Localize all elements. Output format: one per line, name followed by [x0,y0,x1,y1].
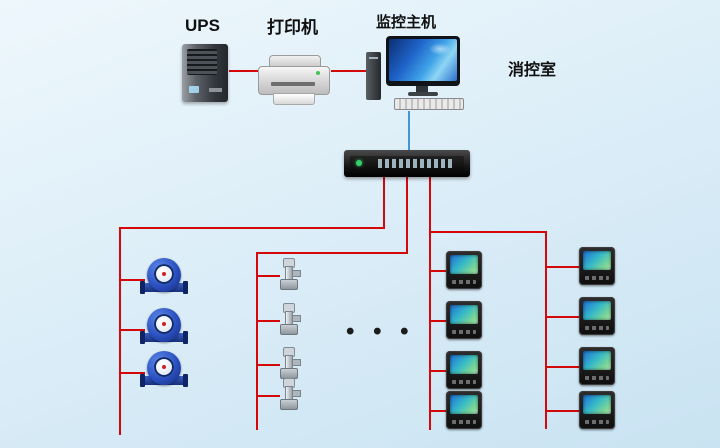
sensor-device [276,258,301,292]
cable-ups-printer [229,70,262,72]
monitor [386,36,460,86]
keyboard [394,98,464,110]
tap-water-meter-2 [121,329,145,331]
cable-host-switch [408,111,410,150]
bus-left-vertical [119,227,121,435]
panel-meter-buttons [585,326,609,330]
panel-meter-screen [583,301,611,320]
tap-sensor-2 [258,320,280,322]
control-room-label: 消控室 [508,62,557,79]
tap-panel-b4 [547,410,579,412]
panel-meter-device [446,391,482,429]
cable-printer-host [331,70,372,72]
tap-panel-b2 [547,316,579,318]
switch-power-led [356,160,362,166]
panel-meter-device [446,251,482,289]
panel-meter-screen [583,395,611,414]
panel-meter-screen [450,305,478,324]
tap-water-meter-1 [121,279,145,281]
water-meter-flange [183,281,188,294]
bus-right-horizontal [429,231,547,233]
bus-right-vertical [545,231,547,429]
ups-label: UPS [185,16,220,35]
printer-device [258,55,330,105]
bus-mid-vertical [256,252,258,430]
sensor-arm [292,270,301,277]
tap-sensor-3 [258,364,280,366]
panel-meter-buttons [452,420,476,424]
water-meter-device [140,349,188,395]
panel-meter-buttons [452,380,476,384]
monitor-base [408,92,438,96]
tap-panel-b3 [547,366,579,368]
tap-panel-a3 [431,370,446,372]
panel-meter-device [446,351,482,389]
printer-paper-tray [273,93,315,105]
water-meter-flange [140,374,145,387]
water-meter-flange [140,331,145,344]
ellipsis-more-devices: • • • [346,318,415,345]
tap-panel-a2 [431,320,446,322]
panel-meter-buttons [452,330,476,334]
pc-tower [366,52,381,100]
sensor-device [276,347,301,381]
panel-meter-buttons [452,280,476,284]
tap-sensor-1 [258,275,280,277]
water-meter-flange [140,281,145,294]
water-meter-flange [183,374,188,387]
water-meter-dial [154,264,174,284]
panel-meter-device [579,247,615,285]
sensor-base [280,279,298,290]
panel-meter-device [579,347,615,385]
ups-device [182,44,228,102]
sensor-device [276,303,301,337]
sensor-base [280,324,298,335]
printer-body [258,66,330,95]
water-meter-dial [154,357,174,377]
printer-status-led [316,71,320,75]
data-collector-switch-device [344,150,470,177]
tap-panel-b1 [547,266,579,268]
tap-sensor-4 [258,395,280,397]
tap-panel-a4 [431,410,446,412]
panel-meter-device [446,301,482,339]
cable-switch-stub-right [429,176,431,430]
monitor-host-label: 监控主机 [376,14,437,31]
panel-meter-device [579,391,615,429]
monitor-stand [416,86,428,92]
panel-meter-buttons [585,376,609,380]
switch-ports [378,159,452,168]
panel-meter-buttons [585,420,609,424]
water-meter-flange [183,331,188,344]
panel-meter-buttons [585,276,609,280]
sensor-arm [292,359,301,366]
ups-display [189,86,199,93]
cable-switch-stub-left [383,176,385,229]
panel-meter-device [579,297,615,335]
monitoring-host-device [366,36,466,110]
printer-label: 打印机 [267,18,318,37]
water-meter-device [140,256,188,302]
panel-meter-screen [450,255,478,274]
sensor-base [280,399,298,410]
water-meter-device [140,306,188,352]
panel-meter-screen [583,251,611,270]
water-meter-dial [154,314,174,334]
sensor-arm [292,390,301,397]
tap-panel-a1 [431,270,446,272]
monitor-screen [389,39,457,81]
panel-meter-screen [450,395,478,414]
panel-meter-screen [583,351,611,370]
sensor-arm [292,315,301,322]
cable-switch-stub-mid [406,176,408,254]
panel-meter-screen [450,355,478,374]
ups-vent-grille [187,49,217,75]
sensor-device [276,378,301,412]
printer-output-slot [271,82,315,86]
bus-mid-horizontal [256,252,408,254]
ups-badge [209,88,222,92]
tap-water-meter-3 [121,372,145,374]
bus-left-horizontal [119,227,385,229]
